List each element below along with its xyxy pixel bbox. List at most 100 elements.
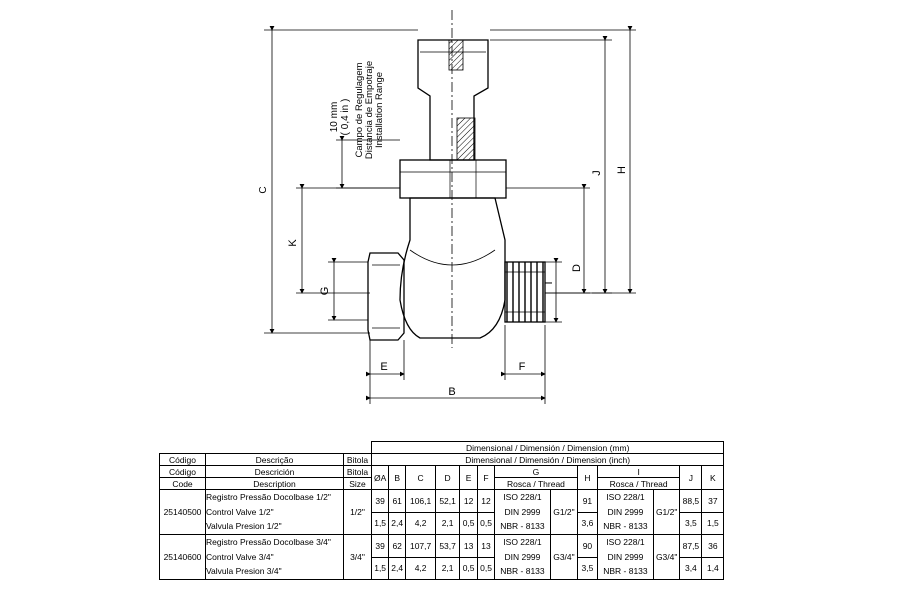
mm-c: 107,7	[405, 534, 437, 558]
mm-j: 88,5	[679, 489, 703, 513]
desc-en: Control Valve 3/4"	[206, 551, 274, 562]
desc-en: Control Valve 1/2"	[206, 506, 274, 517]
std-din: DIN 2999	[504, 551, 541, 562]
in-j: 3,4	[679, 556, 703, 580]
hdr-codigo-pt: Código	[159, 453, 206, 466]
col-a: ØA	[370, 465, 390, 490]
in-d: 2,1	[435, 511, 461, 535]
dim-label-d: D	[571, 264, 583, 272]
mm-a: 39	[370, 489, 390, 513]
header-mm: Dimensional / Dimensión / Dimension (mm)	[370, 441, 725, 454]
std-iso: ISO 228/1	[606, 536, 645, 547]
std-iso: ISO 228/1	[503, 491, 542, 502]
in-k: 1,4	[701, 556, 725, 580]
col-h: H	[576, 465, 598, 490]
mm-d: 52,1	[435, 489, 461, 513]
dim-label-b: B	[448, 386, 455, 398]
in-a: 1,5	[370, 556, 390, 580]
std-nbr: NBR - 8133	[603, 566, 648, 577]
hdr-codigo-es: Código	[159, 465, 206, 478]
col-b: B	[388, 465, 407, 490]
g-standards: ISO 228/1 DIN 2999 NBR - 8133	[493, 534, 551, 580]
col-f: F	[477, 465, 495, 490]
in-b: 2,4	[388, 511, 407, 535]
in-f: 0,5	[477, 556, 495, 580]
std-nbr: NBR - 8133	[500, 566, 545, 577]
mm-c: 106,1	[405, 489, 437, 513]
col-j: J	[679, 465, 703, 490]
desc-pt: Registro Pressão Docolbase 1/2"	[206, 491, 331, 502]
std-iso: ISO 228/1	[606, 491, 645, 502]
in-e: 0,5	[459, 511, 479, 535]
col-k: K	[701, 465, 725, 490]
mm-e: 12	[459, 489, 479, 513]
row-size: 3/4"	[343, 534, 372, 580]
dim-label-f: F	[519, 361, 526, 373]
table-row: 25140500 Registro Pressão Docolbase 1/2"…	[159, 489, 725, 535]
hdr-descricao-pt: Descrição	[205, 453, 344, 466]
hdr-description-en: Description	[205, 477, 344, 490]
g-thread: G1/2"	[549, 489, 578, 535]
in-h: 3,6	[576, 511, 598, 535]
in-b: 2,4	[388, 556, 407, 580]
header-inch: Dimensional / Dimensión / Dimension (inc…	[370, 453, 725, 466]
col-g: G	[493, 465, 578, 478]
mm-a: 39	[370, 534, 390, 558]
mm-k: 37	[701, 489, 725, 513]
dim-label-c: C	[258, 186, 269, 193]
hdr-bitola-es: Bitola	[343, 465, 372, 478]
col-c: C	[405, 465, 437, 490]
mm-j: 87,5	[679, 534, 703, 558]
dimension-table: Dimensional / Dimensión / Dimension (mm)…	[159, 441, 725, 580]
dim-label-j: J	[591, 170, 603, 176]
table-row: 25140600 Registro Pressão Docolbase 3/4"…	[159, 534, 725, 580]
dimension-lines	[264, 26, 636, 404]
mm-k: 36	[701, 534, 725, 558]
dim-label-k: K	[287, 239, 299, 247]
range-value: 10 mm	[329, 102, 340, 133]
g-standards: ISO 228/1 DIN 2999 NBR - 8133	[493, 489, 551, 535]
mm-b: 62	[388, 534, 407, 558]
mm-h: 91	[576, 489, 598, 513]
dim-label-h: H	[616, 166, 628, 174]
mm-f: 12	[477, 489, 495, 513]
row-code: 25140500	[159, 489, 206, 535]
col-g-thread: Rosca / Thread	[493, 477, 578, 490]
in-f: 0,5	[477, 511, 495, 535]
std-din: DIN 2999	[607, 551, 644, 562]
desc-es: Valvula Presion 1/2"	[206, 521, 282, 532]
in-d: 2,1	[435, 556, 461, 580]
hdr-code-en: Code	[159, 477, 206, 490]
col-d: D	[435, 465, 461, 490]
range-caption-es: Distancia de Empotraje	[364, 61, 375, 159]
in-e: 0,5	[459, 556, 479, 580]
mm-h: 90	[576, 534, 598, 558]
i-thread: G1/2"	[652, 489, 681, 535]
mm-b: 61	[388, 489, 407, 513]
mm-e: 13	[459, 534, 479, 558]
col-i: I	[596, 465, 681, 478]
hdr-bitola-pt: Bitola	[343, 453, 372, 466]
in-k: 1,5	[701, 511, 725, 535]
dim-label-e: E	[380, 361, 387, 373]
std-nbr: NBR - 8133	[603, 521, 648, 532]
hdr-size-en: Size	[343, 477, 372, 490]
row-code: 25140600	[159, 534, 206, 580]
std-nbr: NBR - 8133	[500, 521, 545, 532]
range-caption-en: Installation Range	[374, 72, 385, 148]
dim-label-g: G	[319, 287, 331, 296]
range-inch: ( 0,4 in )	[340, 99, 351, 136]
col-i-thread: Rosca / Thread	[596, 477, 681, 490]
g-thread: G3/4"	[549, 534, 578, 580]
dim-label-i: I	[543, 281, 555, 284]
in-h: 3,5	[576, 556, 598, 580]
in-j: 3,5	[679, 511, 703, 535]
row-description: Registro Pressão Docolbase 3/4" Control …	[205, 534, 344, 580]
valve-technical-drawing: C K G D I J H E F B 10 mm ( 0,4 in ) Cam…	[258, 10, 636, 404]
i-standards: ISO 228/1 DIN 2999 NBR - 8133	[596, 534, 654, 580]
desc-es: Valvula Presion 3/4"	[206, 566, 282, 577]
valve-outline	[367, 10, 546, 348]
in-c: 4,2	[405, 511, 437, 535]
std-din: DIN 2999	[504, 506, 541, 517]
table-row: 1,5 2,4 4,2 2,1 0,5 0,5 3,5 3,4 1,4	[160, 556, 725, 580]
